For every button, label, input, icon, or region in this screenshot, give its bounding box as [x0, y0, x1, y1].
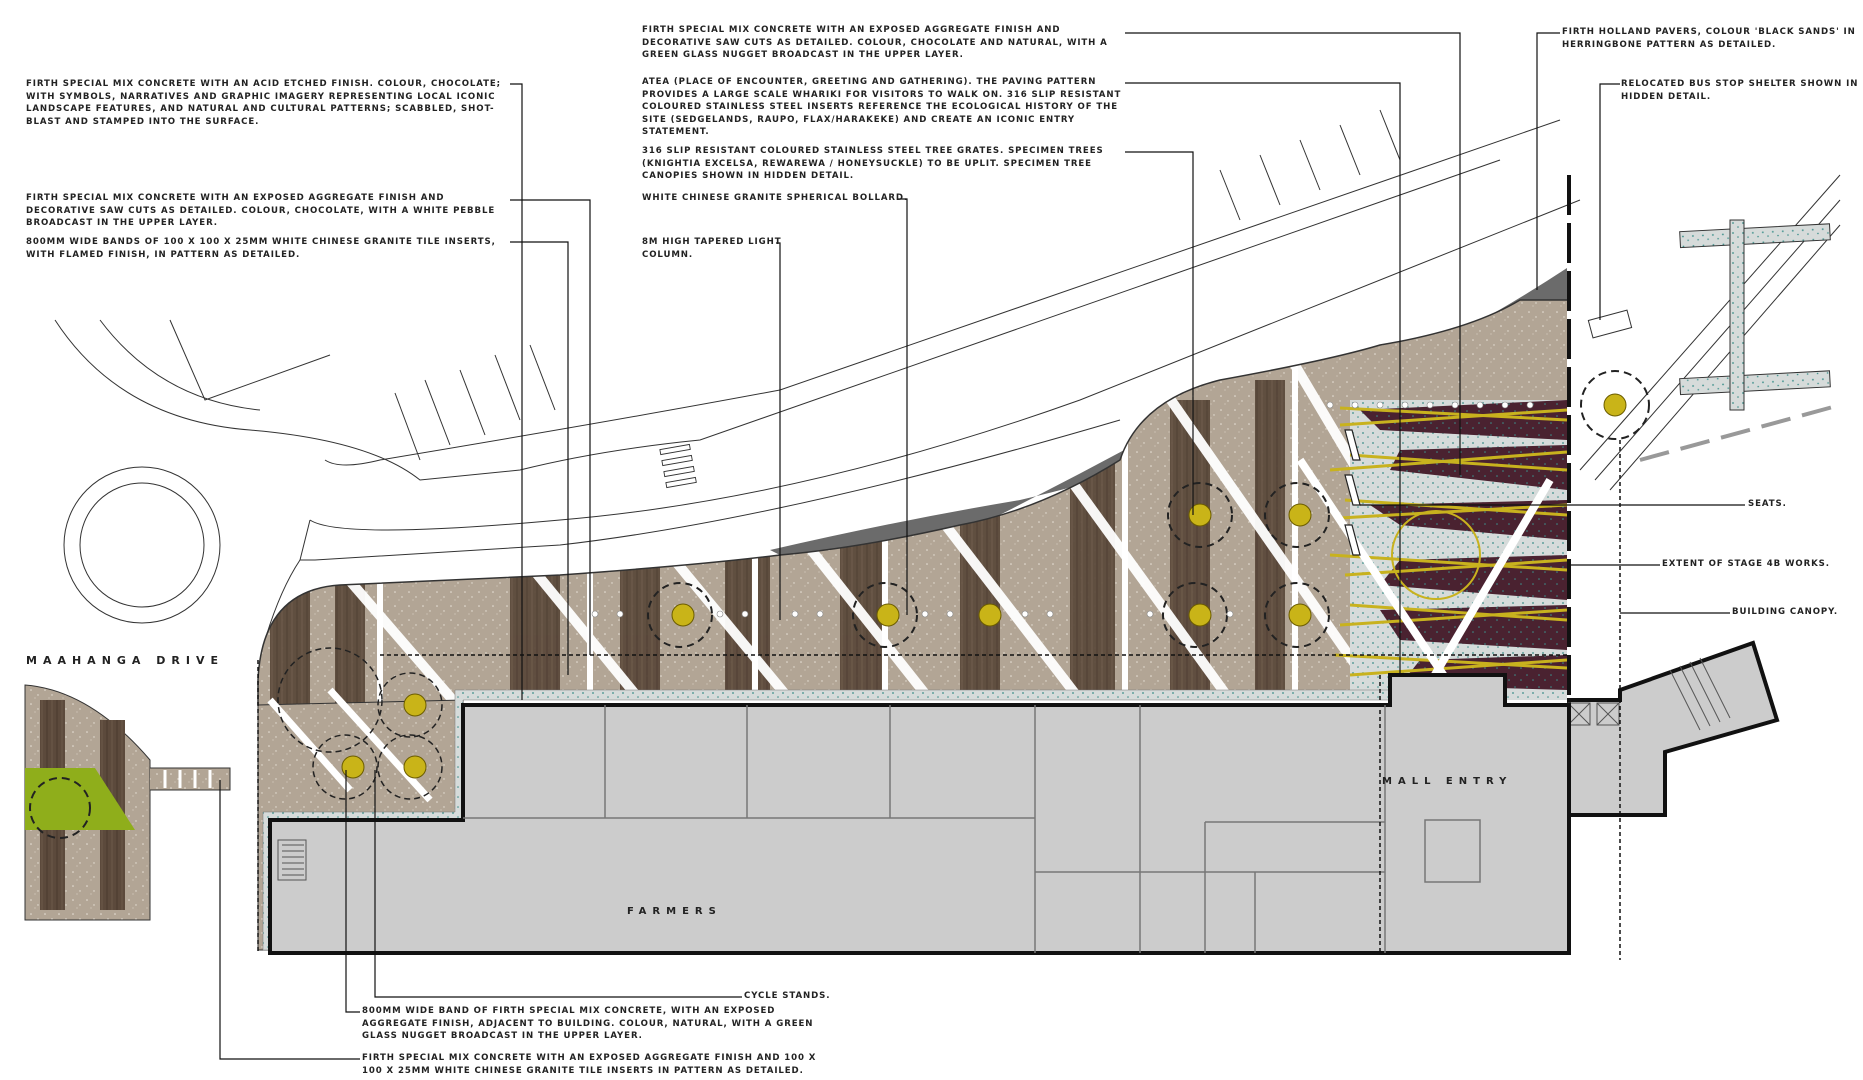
west-corner-paving: [24, 684, 231, 921]
mall-entry-label: Mall Entry: [1382, 776, 1513, 787]
note-band-adjacent-building: 800mm wide band of Firth special mix con…: [362, 1006, 814, 1041]
note-acid-etched: Firth special mix concrete with an acid …: [26, 79, 502, 127]
note-exposed-aggregate-chocolate: Firth special mix concrete with an expos…: [26, 193, 496, 228]
note-canopy: Building canopy.: [1732, 607, 1838, 617]
note-granite-tile-inserts: Firth special mix concrete with an expos…: [362, 1053, 817, 1076]
note-tree-grates: 316 slip resistant coloured stainless st…: [642, 146, 1104, 181]
bollards: [591, 401, 1534, 618]
road-linework: [54, 119, 1581, 641]
note-stage-extent: Extent of Stage 4B Works.: [1662, 559, 1830, 569]
note-cycle-stands: Cycle stands.: [744, 991, 831, 1001]
note-seats: Seats.: [1748, 499, 1787, 509]
bus-stop-area: [1579, 174, 1841, 491]
plaza-outline: [257, 299, 1567, 705]
roundabout: [63, 466, 221, 624]
leader-lines: [219, 32, 1745, 1060]
note-holland-pavers: Firth Holland Pavers, colour 'Black Sand…: [1562, 27, 1856, 50]
seats: [1344, 429, 1361, 556]
note-light-column: 8m high tapered light column.: [642, 237, 782, 260]
note-granite-bands: 800mm wide bands of 100 x 100 x 25mm whi…: [26, 237, 496, 260]
note-bollard: White Chinese granite spherical bollard.: [642, 193, 909, 203]
building-footprint: [268, 673, 1571, 955]
aggregate-band-adjacent-building: [262, 689, 1391, 951]
note-atea: Atea (place of encounter, greeting and g…: [642, 77, 1122, 137]
pedestrian-crossing: [659, 443, 697, 489]
anchor-store-label: Farmers: [627, 906, 722, 917]
street-label: Maahanga Drive: [26, 654, 224, 667]
note-exposed-aggregate-green-glass: Firth special mix concrete with an expos…: [642, 25, 1108, 60]
tree-grates: [341, 482, 1330, 779]
parking-bays: [394, 109, 1401, 461]
note-bus-stop: Relocated bus stop shelter shown in hidd…: [1621, 79, 1859, 102]
steel-inserts: [1329, 406, 1567, 677]
east-stair-core: [1567, 640, 1780, 817]
stage-extent-line: [257, 175, 1621, 960]
